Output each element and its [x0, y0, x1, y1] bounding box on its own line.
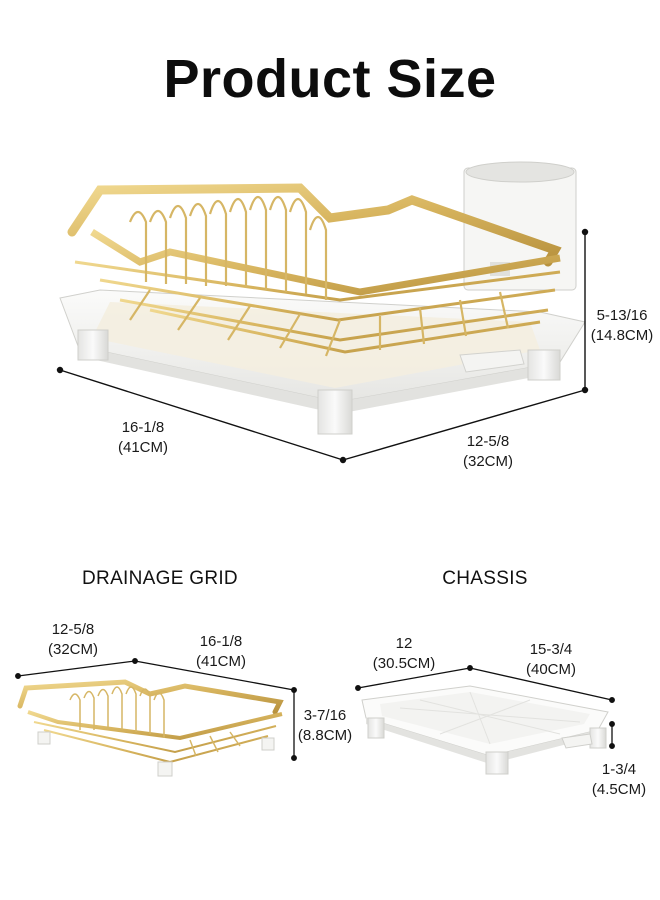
chassis-legs: [367, 717, 607, 775]
drainage-grid-width-metric: (32CM): [47, 641, 98, 658]
chassis-length-metric: (40CM): [525, 661, 576, 678]
main-gold-rack: [67, 183, 562, 354]
drainage-grid-width-label: 12-5/8 (32CM): [38, 620, 108, 660]
chassis-width-imperial: 12: [395, 635, 413, 652]
main-legs: [77, 329, 561, 435]
main-width-label: 12-5/8 (32CM): [450, 432, 526, 472]
main-rack-wires: [128, 195, 510, 357]
main-length-imperial: 16-1/8: [121, 419, 165, 436]
drainage-grid-height-label: 3-7/16 (8.8CM): [292, 706, 358, 746]
drainage-grid-height-metric: (8.8CM): [297, 727, 353, 744]
main-length-metric: (41CM): [117, 439, 168, 456]
drainage-grid-feet: [37, 731, 275, 777]
main-length-label: 16-1/8 (41CM): [108, 418, 178, 458]
page-title: Product Size: [163, 49, 497, 109]
drainage-grid-rack: [17, 679, 284, 764]
drainage-grid-length-label: 16-1/8 (41CM): [186, 632, 256, 672]
chassis-heading: CHASSIS: [442, 568, 528, 589]
drainage-grid-dimension-lines: [15, 658, 297, 761]
main-width-metric: (32CM): [462, 453, 513, 470]
main-height-metric: (14.8CM): [590, 327, 654, 344]
chassis-dimension-lines: [355, 665, 615, 749]
main-dimension-lines: [56, 228, 589, 464]
drainage-grid-width-imperial: 12-5/8: [51, 621, 95, 638]
chassis-width-metric: (30.5CM): [372, 655, 436, 672]
drainage-grid-wires: [69, 686, 241, 757]
chassis-length-label: 15-3/4 (40CM): [516, 640, 586, 680]
chassis-length-imperial: 15-3/4: [529, 641, 573, 658]
main-width-imperial: 12-5/8: [466, 433, 510, 450]
chassis-height-metric: (4.5CM): [591, 781, 647, 798]
chassis-height-imperial: 1-3/4: [601, 761, 637, 778]
drainage-grid-length-imperial: 16-1/8: [199, 633, 243, 650]
drainage-grid-height-imperial: 3-7/16: [303, 707, 347, 724]
drainage-grid-length-metric: (41CM): [195, 653, 246, 670]
main-height-imperial: 5-13/16: [596, 307, 648, 324]
main-height-label: 5-13/16 (14.8CM): [586, 306, 658, 346]
chassis-tray: [361, 685, 609, 764]
chassis-width-label: 12 (30.5CM): [366, 634, 442, 674]
drainage-grid-heading: DRAINAGE GRID: [82, 568, 238, 589]
chassis-height-label: 1-3/4 (4.5CM): [584, 760, 654, 800]
